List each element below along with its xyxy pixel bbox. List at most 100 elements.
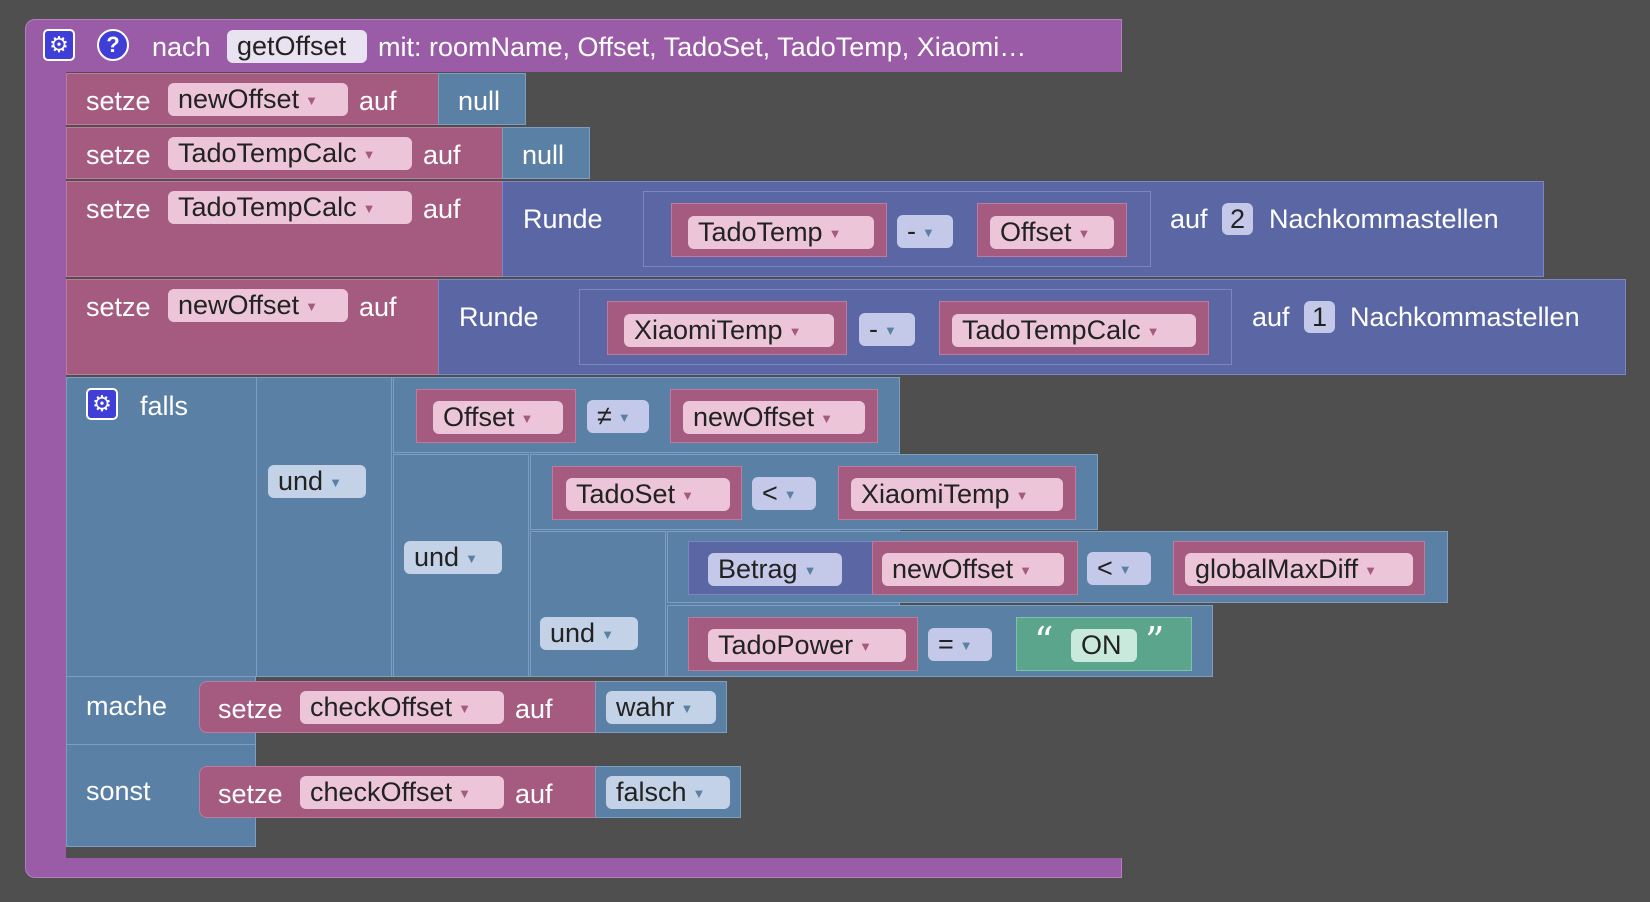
to-label: auf <box>423 140 461 170</box>
to-label: auf <box>515 779 553 809</box>
dropdown-arrow-icon: ▼ <box>783 487 797 503</box>
var-dropdown-tadotemp[interactable]: TadoTemp ▼ <box>688 216 874 249</box>
operator-label: < <box>1097 553 1113 583</box>
dropdown-arrow-icon: ▼ <box>820 411 833 427</box>
null-value-block[interactable] <box>438 73 526 125</box>
decimals-input[interactable]: 2 <box>1222 203 1254 235</box>
text-value-field[interactable]: ON <box>1071 629 1137 662</box>
open-quote-icon: “ <box>1034 619 1054 663</box>
set-label: setze <box>86 86 151 116</box>
procedure-name-field[interactable]: getOffset <box>227 30 367 63</box>
var-name: TadoTempCalc <box>962 315 1141 345</box>
dropdown-arrow-icon: ▼ <box>1077 226 1091 242</box>
var-dropdown-tadotempcalc[interactable]: TadoTempCalc▼ <box>168 137 412 170</box>
var-name: globalMaxDiff <box>1195 554 1359 584</box>
dropdown-arrow-icon: ▼ <box>959 638 973 654</box>
dropdown-arrow-icon: ▼ <box>305 93 318 109</box>
round-label: Runde <box>459 302 539 332</box>
set-label: setze <box>86 292 151 322</box>
dropdown-arrow-icon: ▼ <box>828 226 842 242</box>
and-operator-dropdown[interactable]: und▼ <box>404 541 502 574</box>
var-name: checkOffset <box>310 777 453 807</box>
null-value-block[interactable] <box>502 127 590 179</box>
var-dropdown-tadotempcalc[interactable]: TadoTempCalc▼ <box>168 191 412 224</box>
and-block-3[interactable] <box>530 531 666 677</box>
dropdown-arrow-icon: ▼ <box>329 475 342 491</box>
var-dropdown-offset[interactable]: Offset ▼ <box>433 401 563 434</box>
var-name: XiaomiTemp <box>634 315 783 345</box>
var-name: TadoPower <box>718 630 854 660</box>
decimals-input[interactable]: 1 <box>1304 301 1336 333</box>
var-name: Offset <box>1000 217 1072 247</box>
decimals-label: Nachkommastellen <box>1269 204 1499 234</box>
dropdown-arrow-icon: ▼ <box>803 563 817 579</box>
set-label: setze <box>218 779 283 809</box>
to-label: auf <box>423 194 461 224</box>
and-block-1[interactable] <box>256 377 392 677</box>
close-quote-icon: ” <box>1145 619 1165 663</box>
var-name: TadoTemp <box>698 217 823 247</box>
var-dropdown-checkoffset[interactable]: checkOffset▼ <box>300 691 504 724</box>
to-label: auf <box>359 292 397 322</box>
dropdown-arrow-icon: ▼ <box>465 551 478 567</box>
boolean-label: falsch <box>616 777 687 807</box>
dropdown-arrow-icon: ▼ <box>788 324 802 340</box>
operator-label: - <box>869 314 878 344</box>
gear-icon[interactable]: ⚙ <box>86 388 118 420</box>
null-label: null <box>458 86 501 116</box>
boolean-dropdown[interactable]: falsch▼ <box>606 776 730 809</box>
dropdown-arrow-icon: ▼ <box>520 411 534 427</box>
var-name: checkOffset <box>310 692 453 722</box>
var-dropdown-newoffset[interactable]: newOffset▼ <box>882 553 1064 586</box>
var-dropdown-tadopower[interactable]: TadoPower ▼ <box>708 629 906 662</box>
dropdown-arrow-icon: ▼ <box>458 786 471 802</box>
var-dropdown-offset[interactable]: Offset ▼ <box>990 216 1114 249</box>
minus-operator-dropdown[interactable]: -▼ <box>897 215 953 248</box>
and-operator-dropdown[interactable]: und▼ <box>540 617 638 650</box>
dropdown-arrow-icon: ▼ <box>859 639 872 655</box>
abs-function-dropdown[interactable]: Betrag ▼ <box>708 553 842 586</box>
dropdown-arrow-icon: ▼ <box>601 627 614 643</box>
to-label: auf <box>1170 204 1208 234</box>
var-dropdown-newoffset[interactable]: newOffset ▼ <box>168 83 348 116</box>
var-dropdown-tadotempcalc[interactable]: TadoTempCalc▼ <box>952 314 1196 347</box>
var-dropdown-tadoset[interactable]: TadoSet▼ <box>566 478 730 511</box>
gear-icon[interactable]: ⚙ <box>43 29 75 61</box>
lt-operator-dropdown[interactable]: <▼ <box>752 477 816 510</box>
set-label: setze <box>218 694 283 724</box>
var-name: newOffset <box>178 84 300 114</box>
var-name: XiaomiTemp <box>861 479 1010 509</box>
and-operator-dropdown[interactable]: und ▼ <box>268 465 366 498</box>
lt-operator-dropdown[interactable]: <▼ <box>1087 552 1151 585</box>
var-name: Offset <box>443 402 515 432</box>
operator-label: - <box>907 216 916 246</box>
dropdown-arrow-icon: ▼ <box>362 201 376 217</box>
else-label: sonst <box>86 776 151 806</box>
minus-operator-dropdown[interactable]: -▼ <box>859 313 915 346</box>
procedure-params: mit: roomName, Offset, TadoSet, TadoTemp… <box>378 32 1027 62</box>
function-label: Betrag <box>718 554 798 584</box>
var-dropdown-newoffset[interactable]: newOffset ▼ <box>683 401 865 434</box>
boolean-dropdown[interactable]: wahr▼ <box>606 691 716 724</box>
var-dropdown-xiaomitemp[interactable]: XiaomiTemp▼ <box>851 478 1063 511</box>
var-dropdown-checkoffset[interactable]: checkOffset ▼ <box>300 776 504 809</box>
procedure-prefix: nach <box>152 32 211 62</box>
var-dropdown-globalmaxdiff[interactable]: globalMaxDiff▼ <box>1185 553 1413 586</box>
help-icon[interactable]: ? <box>97 29 129 61</box>
set-label: setze <box>86 140 151 170</box>
operator-label: = <box>938 629 954 659</box>
var-dropdown-xiaomitemp[interactable]: XiaomiTemp ▼ <box>624 314 834 347</box>
var-dropdown-newoffset[interactable]: newOffset▼ <box>168 289 348 322</box>
eq-operator-dropdown[interactable]: =▼ <box>928 628 992 661</box>
dropdown-arrow-icon: ▼ <box>1019 563 1032 579</box>
dropdown-arrow-icon: ▼ <box>681 488 694 504</box>
neq-operator-dropdown[interactable]: ≠▼ <box>587 400 649 433</box>
to-label: auf <box>1252 302 1290 332</box>
operator-label: und <box>278 466 324 496</box>
operator-label: ≠ <box>597 401 612 431</box>
set-label: setze <box>86 194 151 224</box>
var-name: newOffset <box>693 402 815 432</box>
dropdown-arrow-icon: ▼ <box>617 410 631 426</box>
var-name: TadoTempCalc <box>178 138 357 168</box>
round-label: Runde <box>523 204 603 234</box>
